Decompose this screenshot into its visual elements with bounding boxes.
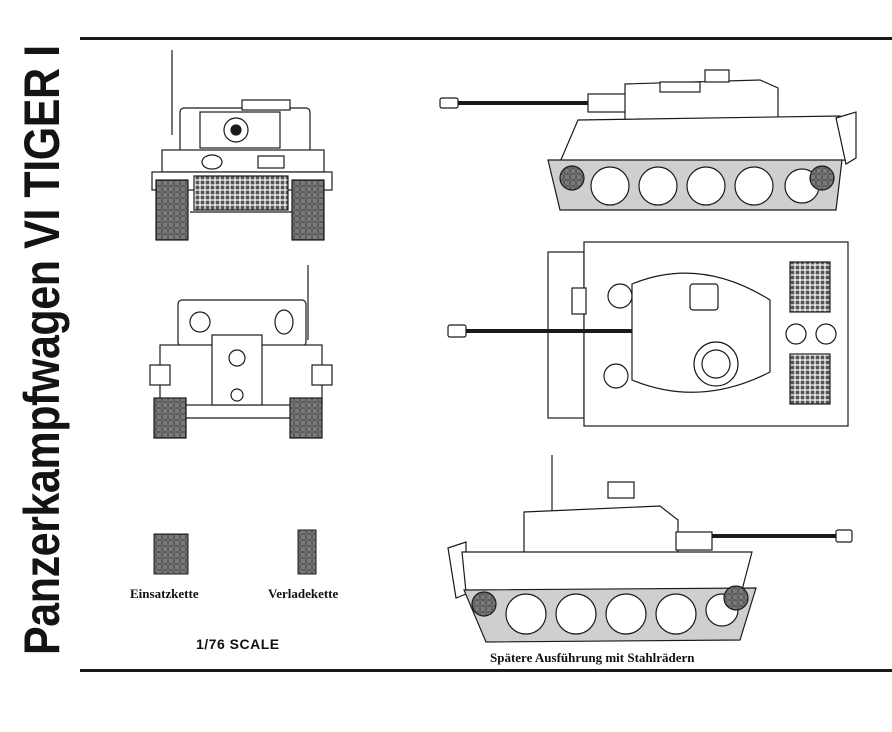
bottom-rule [80, 669, 892, 672]
side-view-late [447, 455, 853, 643]
top-rule [80, 37, 892, 40]
label-einsatzkette: Einsatzkette [130, 586, 199, 601]
scale-label: 1/76 SCALE [196, 636, 280, 652]
front-view [151, 50, 333, 241]
track-sample-transport [297, 529, 317, 575]
rear-view [149, 265, 333, 439]
label-verladekette: Verladekette [268, 586, 339, 601]
caption-late-variant: Spätere Ausführung mit Stahlrädern [490, 650, 695, 665]
top-view [447, 241, 849, 427]
track-sample-combat [153, 533, 189, 575]
side-view-early [439, 69, 857, 211]
